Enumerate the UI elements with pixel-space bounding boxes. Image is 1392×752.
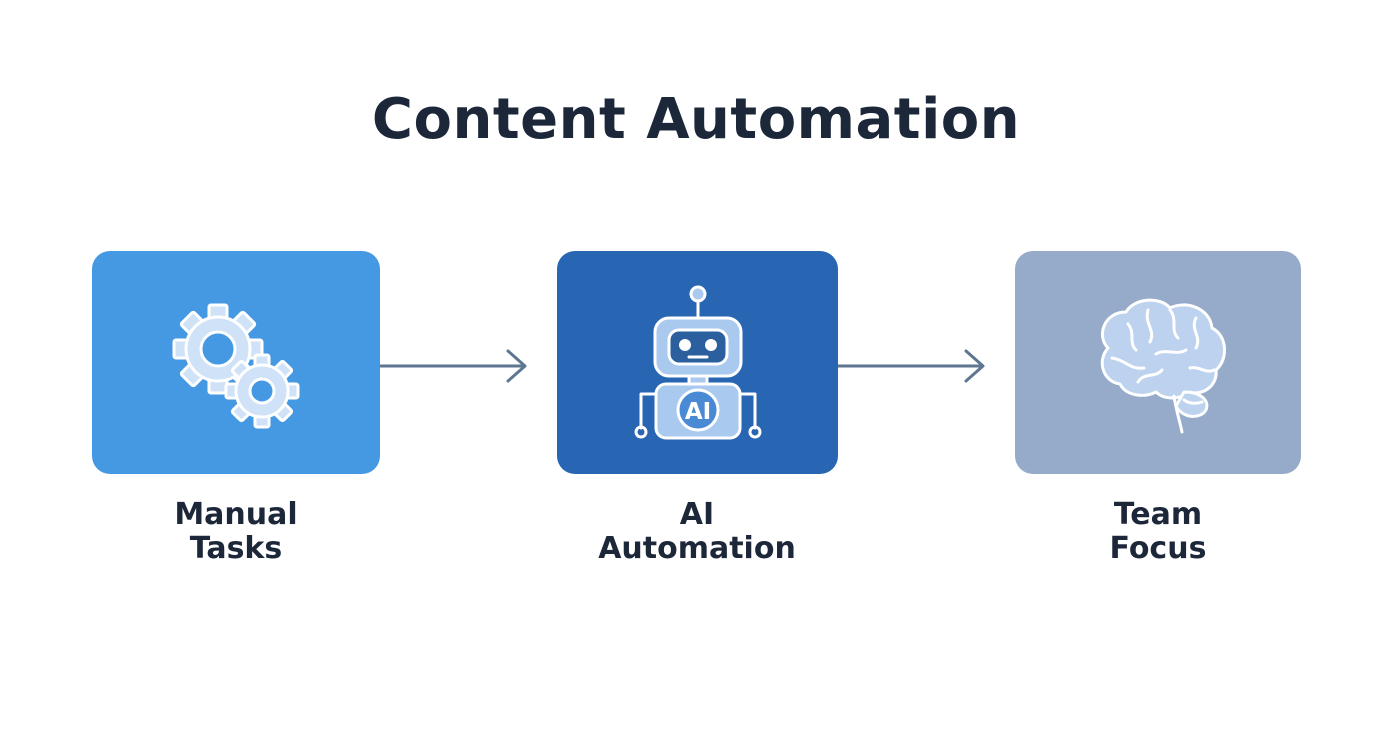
team-focus-box: [1015, 251, 1301, 474]
brain-icon: [1100, 298, 1226, 433]
arrow-icon: [380, 349, 527, 383]
step-label-line: AI: [679, 497, 715, 532]
step-label-line: Focus: [1109, 531, 1207, 566]
step-label-line: Manual: [174, 497, 298, 532]
arrow-icon: [838, 349, 985, 383]
manual-tasks-box: [92, 251, 380, 474]
step-label-line: Automation: [598, 531, 796, 566]
step-label-line: Team: [1113, 497, 1203, 532]
robot-icon: AI: [634, 285, 761, 439]
ai-automation-box: AI: [557, 251, 838, 474]
robot-badge-text: AI: [684, 399, 710, 425]
step-label-team-focus: Team Focus: [1008, 498, 1308, 566]
step-label-line: Tasks: [189, 531, 283, 566]
step-label-manual-tasks: Manual Tasks: [86, 498, 386, 566]
step-label-ai-automation: AI Automation: [547, 498, 847, 566]
diagram-title: Content Automation: [371, 87, 1021, 152]
gears-icon: [172, 303, 300, 428]
